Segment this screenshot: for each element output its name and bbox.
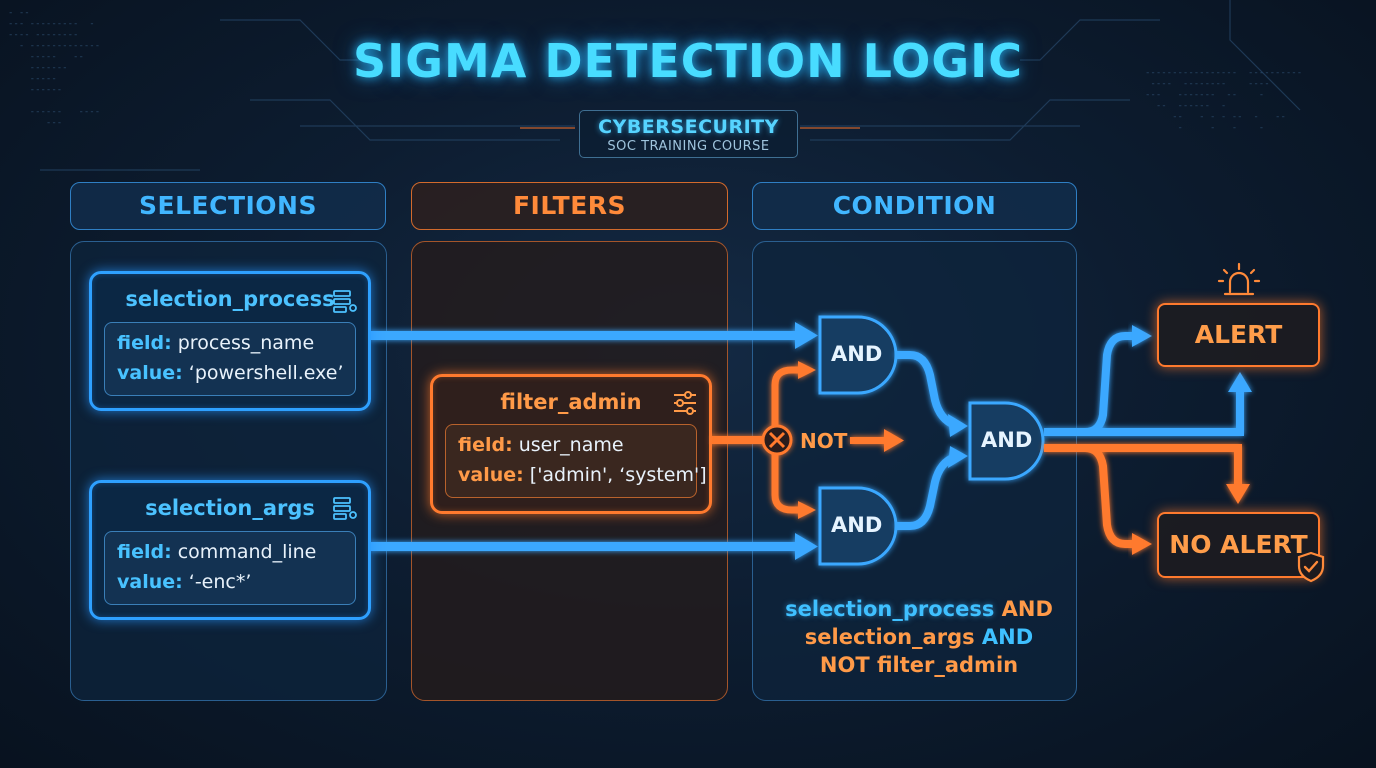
- value-value: ['admin', ‘system']: [529, 464, 707, 486]
- shield-check-icon: [1297, 551, 1325, 583]
- value-key: value:: [458, 464, 524, 486]
- background-code-deco: - -- --- --------- - ---- -------- - ---…: [8, 8, 101, 128]
- subtitle-badge: CYBERSECURITY SOC TRAINING COURSE: [579, 110, 798, 158]
- condition-and-2: AND: [981, 625, 1034, 649]
- sliders-icon: [674, 391, 696, 415]
- and-gate-bottom-label: AND: [831, 513, 883, 537]
- subtitle-line2: SOC TRAINING COURSE: [607, 139, 770, 154]
- filter-name: filter_admin: [500, 390, 642, 414]
- filter-details: field: user_name value: ['admin', ‘syste…: [445, 424, 707, 498]
- value-key: value:: [117, 571, 183, 593]
- and-gate-top: [818, 315, 898, 395]
- arrow-filter-to-not: [708, 361, 904, 519]
- siren-icon: [1217, 262, 1261, 296]
- and-gate-final-label: AND: [981, 428, 1033, 452]
- selection-name: selection_process: [125, 287, 335, 311]
- filter-card-admin: filter_admin field: user_name value: ['a…: [430, 374, 712, 514]
- field-value: user_name: [518, 434, 624, 456]
- subtitle-line1: CYBERSECURITY: [598, 116, 779, 138]
- arrow-to-alert: [1044, 332, 1244, 436]
- value-value: ‘powershell.exe’: [188, 362, 344, 384]
- page-title: SIGMA DETECTION LOGIC: [352, 34, 1024, 88]
- no-alert-outcome: NO ALERT: [1157, 512, 1320, 578]
- selection-name: selection_args: [145, 496, 315, 520]
- background-code-deco-right: ----------------- ---------- ---- ------…: [1145, 68, 1303, 133]
- and-gate-final: [968, 401, 1045, 481]
- not-label: NOT: [800, 429, 848, 453]
- and-gate-bottom: [818, 486, 898, 566]
- alert-outcome: ALERT: [1157, 303, 1320, 367]
- condition-line-1: selection_process AND: [752, 597, 1086, 621]
- condition-line-2: selection_args AND: [752, 625, 1086, 649]
- condition-line-3: NOT filter_admin: [819, 653, 1019, 677]
- value-key: value:: [117, 362, 183, 384]
- condition-selection-args: selection_args: [804, 625, 975, 649]
- field-key: field:: [117, 541, 172, 563]
- selection-details: field: process_name value: ‘powershell.e…: [104, 322, 356, 396]
- column-header-condition: CONDITION: [752, 182, 1077, 230]
- value-value: ‘-enc*’: [188, 571, 252, 593]
- column-header-selections: SELECTIONS: [70, 182, 386, 230]
- field-value: process_name: [177, 332, 315, 354]
- field-key: field:: [458, 434, 513, 456]
- selection-card-args: selection_args field: command_line value…: [89, 480, 371, 620]
- field-value: command_line: [177, 541, 317, 563]
- arrow-selection-args: [370, 533, 818, 560]
- column-header-filters: FILTERS: [411, 182, 728, 230]
- list-settings-icon: [333, 497, 357, 520]
- condition-selection-process: selection_process: [785, 597, 995, 621]
- selection-details: field: command_line value: ‘-enc*’: [104, 531, 356, 605]
- arrow-to-no-alert: [1044, 444, 1242, 548]
- arrow-gates-to-final: [896, 351, 957, 530]
- arrow-selection-process: [370, 322, 818, 349]
- and-gate-top-label: AND: [831, 342, 883, 366]
- list-settings-icon: [333, 290, 357, 313]
- field-key: field:: [117, 332, 172, 354]
- condition-and-1: AND: [1001, 597, 1053, 621]
- selection-card-process: selection_process field: process_name va…: [89, 271, 371, 411]
